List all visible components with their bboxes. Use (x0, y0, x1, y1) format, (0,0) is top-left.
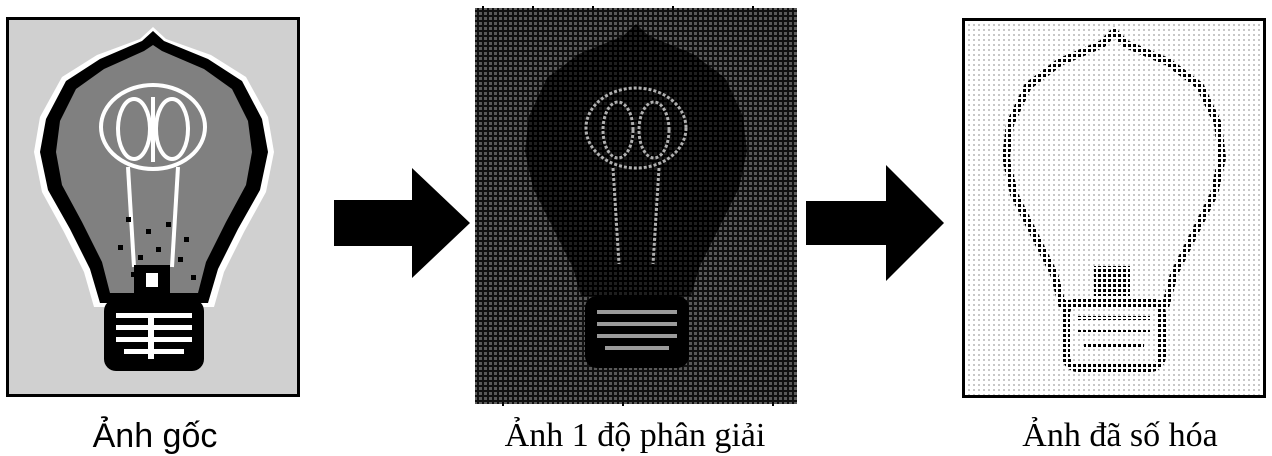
sampled-image-panel (473, 6, 799, 406)
original-image-panel (6, 17, 300, 397)
digitized-image-panel (962, 18, 1266, 398)
digitized-image-caption: Ảnh đã số hóa (975, 417, 1265, 455)
right-arrow-icon (334, 168, 470, 278)
sampled-image-caption: Ảnh 1 độ phân giải (440, 417, 830, 455)
sampled-bulb-icon (475, 6, 797, 406)
digitized-bulb-icon (964, 20, 1265, 397)
original-image-caption: Ảnh gốc (60, 417, 250, 456)
right-arrow-icon (806, 165, 944, 281)
